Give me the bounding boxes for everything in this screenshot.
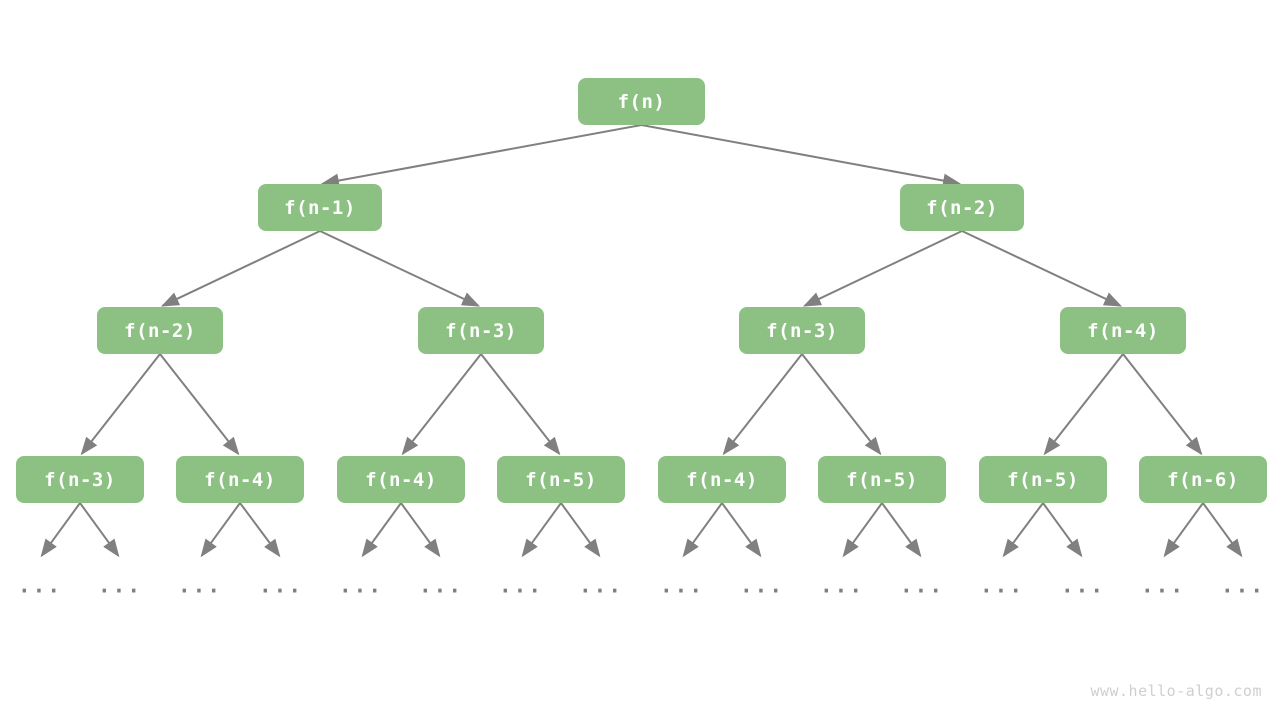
watermark: www.hello-algo.com [1090, 682, 1262, 700]
tree-node: f(n-4) [176, 456, 304, 503]
tree-node: f(n-5) [979, 456, 1107, 503]
tree-edge [722, 353, 803, 456]
tree-edge [159, 353, 240, 456]
leaf-edge [721, 502, 762, 558]
tree-edge [401, 353, 482, 456]
ellipsis-marker: ... [178, 573, 222, 598]
tree-edge [641, 124, 962, 188]
ellipsis-marker: ... [579, 573, 623, 598]
tree-node: f(n-4) [337, 456, 465, 503]
leaf-edge [1002, 502, 1044, 558]
tree-edge [319, 230, 481, 307]
ellipsis-marker: ... [499, 573, 543, 598]
leaf-edge [79, 502, 120, 558]
tree-node: f(n-3) [16, 456, 144, 503]
tree-node: f(n-5) [818, 456, 946, 503]
leaf-edge [361, 502, 402, 558]
tree-node: f(n-1) [258, 184, 382, 231]
tree-node: f(n-2) [900, 184, 1024, 231]
tree-edge [160, 230, 321, 307]
leaf-edge [400, 502, 441, 558]
ellipsis-marker: ... [1061, 573, 1105, 598]
leaf-edge [881, 502, 922, 558]
ellipsis-marker: ... [740, 573, 784, 598]
ellipsis-marker: ... [1141, 573, 1185, 598]
leaf-edge [239, 502, 281, 558]
ellipsis-marker: ... [900, 573, 944, 598]
tree-node: f(n-6) [1139, 456, 1267, 503]
leaf-edge [521, 502, 562, 558]
ellipsis-marker: ... [98, 573, 142, 598]
tree-edge [1043, 353, 1124, 456]
ellipsis-marker: ... [980, 573, 1024, 598]
ellipsis-marker: ... [1221, 573, 1265, 598]
leaf-edge [1163, 502, 1204, 558]
ellipsis-marker: ... [259, 573, 303, 598]
tree-node: f(n-2) [97, 307, 223, 354]
tree-node: f(n-3) [739, 307, 865, 354]
ellipsis-marker: ... [820, 573, 864, 598]
leaf-edge [200, 502, 241, 558]
tree-edges [80, 124, 1203, 456]
ellipsis-marker: ... [419, 573, 463, 598]
tree-node: f(n-4) [658, 456, 786, 503]
tree-node: f(n-3) [418, 307, 544, 354]
leaf-edge [40, 502, 81, 558]
leaf-edge [842, 502, 883, 558]
leaf-edges [40, 502, 1243, 558]
tree-edge [320, 124, 642, 188]
tree-edge [1122, 353, 1203, 456]
tree-edge [80, 353, 161, 456]
leaf-edge [560, 502, 601, 558]
leaf-edge [1202, 502, 1243, 558]
tree-node: f(n) [578, 78, 705, 125]
tree-edge [961, 230, 1123, 307]
leaf-edge [682, 502, 723, 558]
ellipsis-marker: ... [660, 573, 704, 598]
tree-node: f(n-4) [1060, 307, 1186, 354]
tree-node: f(n-5) [497, 456, 625, 503]
leaf-edge [1042, 502, 1083, 558]
tree-edge [480, 353, 561, 456]
tree-edge [801, 353, 882, 456]
ellipsis-marker: ... [339, 573, 383, 598]
tree-edge [802, 230, 963, 307]
ellipsis-marker: ... [18, 573, 62, 598]
